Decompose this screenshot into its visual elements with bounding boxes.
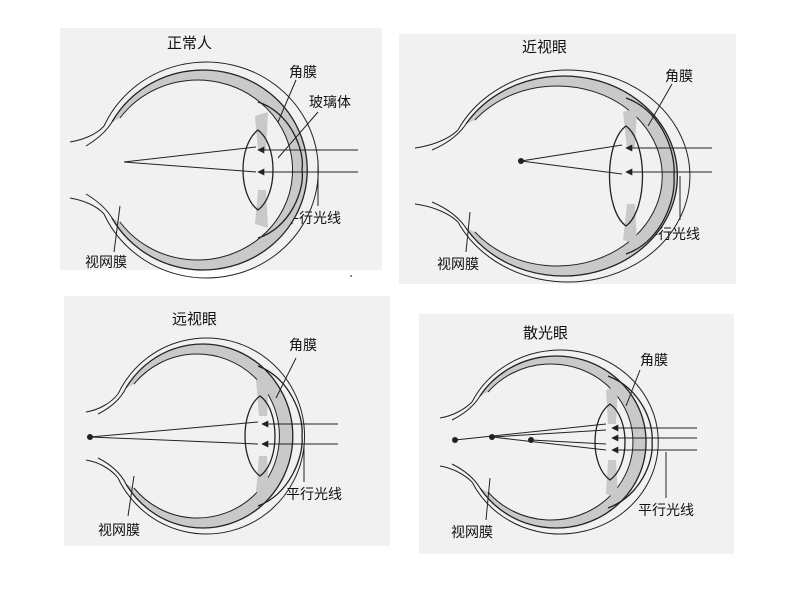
label-parallel-light: 平行光线 — [285, 211, 341, 227]
label-cornea: 角膜 — [289, 338, 317, 354]
panel-title-hyperopia: 远视眼 — [172, 310, 218, 328]
eye-myopia — [414, 69, 712, 283]
label-cornea: 角膜 — [289, 65, 317, 81]
label-parallel-light: 平行光线 — [286, 487, 342, 503]
panel-astigmatism-eye — [419, 314, 734, 554]
panel-hyperopia-eye — [64, 296, 390, 546]
label-retina: 视网膜 — [451, 525, 493, 541]
label-retina: 视网膜 — [85, 255, 127, 271]
eye-astigmatism — [439, 349, 697, 535]
label-parallel-light: 平行光线 — [638, 503, 694, 519]
panel-title-astigmatism: 散光眼 — [523, 324, 569, 342]
eye-hyperopia — [85, 337, 338, 535]
label-cornea: 角膜 — [665, 69, 693, 85]
eye-normal — [69, 61, 358, 279]
label-retina: 视网膜 — [98, 523, 140, 539]
panel-title-myopia: 近视眼 — [522, 38, 568, 56]
label-vitreous: 玻璃体 — [309, 95, 351, 111]
label-cornea: 角膜 — [640, 353, 668, 369]
panel-normal-eye — [60, 28, 382, 270]
label-retina: 视网膜 — [437, 257, 479, 273]
panel-title-normal: 正常人 — [167, 34, 213, 52]
